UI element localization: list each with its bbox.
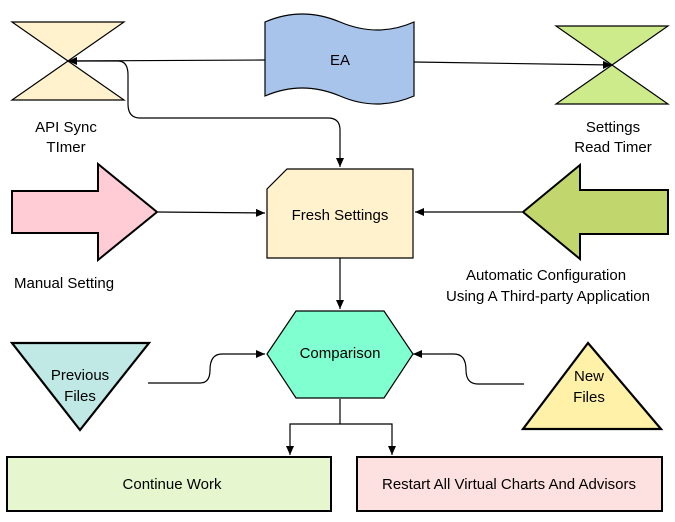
auto-config-label-line2: Using A Third-party Application (446, 288, 650, 305)
hourglass-icon (554, 25, 670, 105)
ea-label: EA (330, 52, 350, 69)
comparison-label: Comparison (300, 345, 381, 362)
continue-work-box (6, 456, 332, 512)
node-previous-files[interactable]: Previous Files (9, 341, 152, 432)
comparison-shape (266, 310, 414, 399)
ea-shape (264, 13, 415, 105)
edge-ea-to-settings-timer (413, 60, 613, 69)
edge-previous-files-to-comparison (148, 350, 265, 384)
node-auto-config[interactable]: Automatic Configuration Using A Third-pa… (446, 162, 669, 305)
manual-setting-label: Manual Setting (14, 275, 114, 292)
node-manual-setting[interactable]: Manual Setting (11, 161, 159, 292)
edge-comparison-to-continue-work (286, 423, 340, 455)
continue-work-label: Continue Work (123, 476, 222, 493)
edge-api-timer-to-fresh-settings (68, 60, 344, 167)
fresh-settings-label: Fresh Settings (292, 207, 389, 224)
new-files-label-line1: New (574, 368, 604, 385)
node-comparison[interactable]: Comparison (266, 310, 414, 399)
edge-comparison-to-restart-all (340, 423, 396, 455)
auto-config-label-line1: Automatic Configuration (466, 267, 626, 284)
settings-timer-label-line1: Settings (586, 119, 640, 136)
settings-timer-label-line2: Read Timer (574, 139, 652, 156)
right-arrow-icon (11, 161, 159, 263)
up-triangle-icon (520, 341, 664, 431)
node-settings-read-timer[interactable]: Settings Read Timer (554, 25, 670, 156)
new-files-label-line2: Files (573, 389, 605, 406)
node-api-sync-timer[interactable]: API Sync TImer (10, 21, 126, 156)
hourglass-icon (10, 21, 126, 101)
edge-manual-to-fresh-settings (157, 208, 266, 217)
edge-new-files-to-comparison (413, 350, 524, 385)
node-fresh-settings[interactable]: Fresh Settings (266, 168, 414, 259)
node-ea[interactable]: EA (264, 13, 415, 105)
previous-files-label-line2: Files (64, 388, 96, 405)
left-arrow-icon (521, 162, 669, 262)
node-continue-work[interactable]: Continue Work (6, 456, 332, 512)
restart-all-box (356, 456, 663, 512)
node-restart-all[interactable]: Restart All Virtual Charts And Advisors (356, 456, 663, 512)
api-timer-label-line1: API Sync (35, 119, 97, 136)
api-timer-label-line2: TImer (46, 139, 85, 156)
fresh-settings-shape (266, 168, 414, 259)
down-triangle-icon (9, 341, 152, 432)
node-new-files[interactable]: New Files (520, 341, 664, 431)
restart-all-label: Restart All Virtual Charts And Advisors (382, 476, 636, 493)
previous-files-label-line1: Previous (51, 367, 109, 384)
